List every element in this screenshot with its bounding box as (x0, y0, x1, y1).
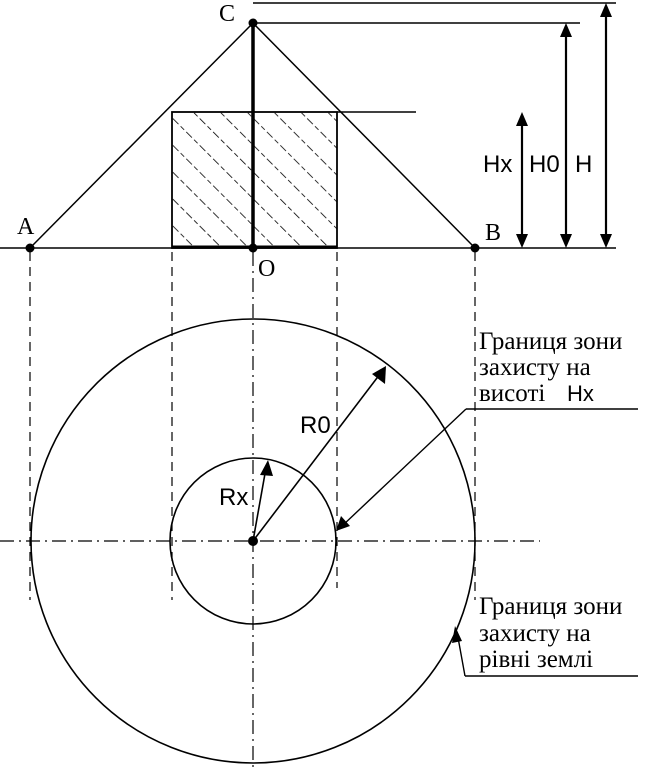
r0-radius-line (252, 373, 381, 542)
label-rx: Rx (219, 484, 248, 511)
zone-at-height-line-2: захисту на (479, 354, 591, 381)
zone-at-height-line-1: Границя зони (479, 328, 622, 355)
zone-at-ground-line-1: Границя зони (479, 593, 622, 620)
point-a (25, 243, 35, 253)
label-c: C (219, 1, 235, 27)
zone-at-height-symbol: Hx (567, 381, 594, 406)
r0-arrowhead (372, 366, 386, 384)
hx-arrow-up (516, 112, 528, 126)
label-r0: R0 (300, 412, 331, 439)
zone-at-ground-line-2: захисту на (479, 620, 591, 647)
label-h0: H0 (529, 151, 560, 178)
hx-arrow-down (516, 234, 528, 248)
h0-arrow-up (560, 23, 572, 37)
zone-at-height-arrowhead (336, 516, 350, 531)
rx-radius-line (252, 467, 267, 542)
cone-left-edge (29, 22, 254, 249)
point-c (248, 18, 258, 28)
label-h: H (575, 151, 592, 178)
point-o (248, 243, 258, 253)
label-hx: Hx (483, 151, 512, 178)
cone-right-edge (252, 22, 476, 249)
ground-level-zone-circle (30, 318, 476, 764)
point-b (470, 243, 480, 253)
zone-at-ground-arrowhead (452, 626, 462, 643)
h-arrow-down (600, 234, 612, 248)
h-arrow-up (600, 3, 612, 17)
rx-arrowhead (260, 460, 273, 476)
label-b: B (485, 220, 501, 246)
zone-at-height-line-3: висоті (479, 380, 545, 407)
zone-at-height-leader (341, 408, 467, 527)
zone-at-ground-line-3: рівні землі (479, 646, 593, 673)
h0-arrow-down (560, 234, 572, 248)
label-a: A (17, 214, 35, 240)
height-level-zone-circle (169, 457, 337, 625)
label-o: O (258, 256, 275, 282)
